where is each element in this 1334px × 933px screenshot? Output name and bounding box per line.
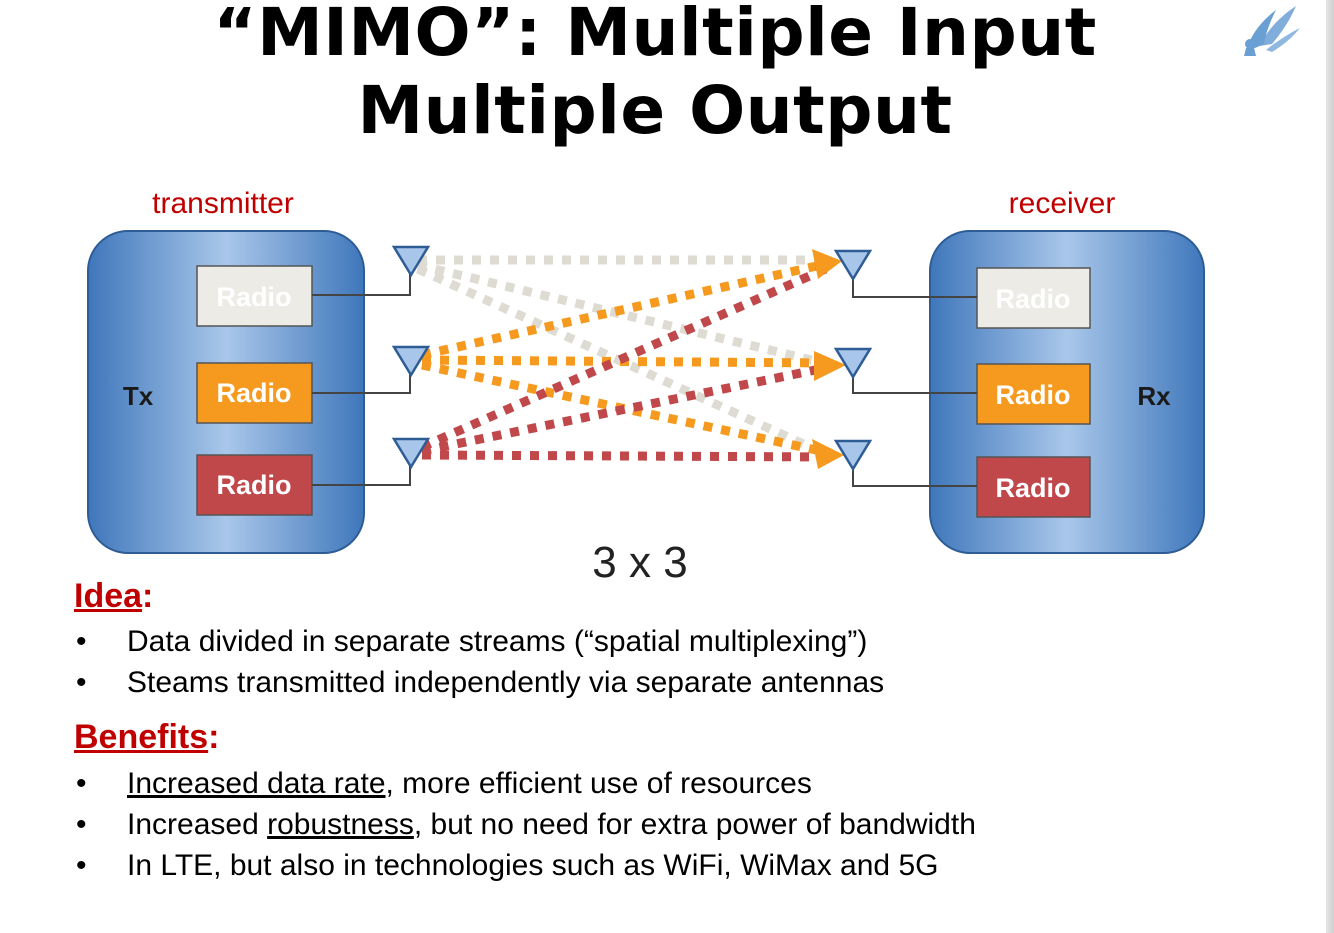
tx-antennas [391,245,431,470]
list-item: • Steams transmitted independently via se… [76,662,884,703]
bullet-icon: • [76,767,87,800]
tx-radio-3: Radio [196,454,313,516]
title-line-2: Multiple Output [357,72,953,149]
receiver-label: receiver [1009,187,1116,220]
list-item: • Increased robustness, but no need for e… [76,804,976,845]
rx-antenna-1-icon [833,249,873,282]
rx-radio-2-label: Radio [995,380,1070,410]
tx-antenna-1-icon [391,245,431,278]
rx-antenna-2-icon [833,347,873,380]
benefit-1-underlined: Increased data rate [127,767,386,800]
benefit-2-prefix: Increased [127,808,268,841]
stream-white-3 [416,264,834,462]
benefit-2-rest: , but no need for extra power of bandwid… [413,808,976,841]
rx-radio-3-label: Radio [995,473,1070,503]
rx-antennas [833,249,873,472]
rx-radio-1: Radio [976,267,1091,329]
tx-antenna-3-icon [391,437,431,470]
bullet-icon: • [76,666,87,699]
stream-orange-3 [421,360,831,458]
rx-radio-2: Radio [976,363,1091,425]
stream-red-2 [421,362,831,456]
stream-arrowheads [812,249,846,469]
size-label: 3 x 3 [592,538,687,587]
idea-heading: Idea: [74,577,153,616]
idea-list: • Data divided in separate streams (“spat… [76,621,884,703]
tx-label: Tx [123,381,154,411]
benefits-heading-word: Benefits [74,718,209,756]
slide-title: “MIMO”: Multiple Input Multiple Output [0,0,1310,150]
window-right-edge [1326,0,1334,933]
tx-radio-1: Radio [196,265,313,327]
list-item: • In LTE, but also in technologies such a… [76,845,976,886]
idea-heading-word: Idea [74,577,143,615]
idea-heading-colon: : [142,577,154,615]
tx-radio-2-label: Radio [216,378,291,408]
benefit-1-rest: , more efficient use of resources [385,767,812,800]
rx-radio-1-label: Radio [995,284,1070,314]
rx-radio-3: Radio [976,456,1091,518]
benefits-heading: Benefits: [74,718,219,757]
rx-antenna-3-icon [833,439,873,472]
transmitter-label: transmitter [152,187,294,220]
benefits-heading-colon: : [208,718,220,756]
bullet-icon: • [76,808,87,841]
bullet-icon: • [76,849,87,882]
idea-item-2: Steams transmitted independently via sep… [127,666,885,699]
tx-radio-3-label: Radio [216,470,291,500]
rx-label: Rx [1137,381,1171,411]
list-item: • Increased data rate, more efficient use… [76,763,976,804]
benefit-3: In LTE, but also in technologies such as… [127,849,939,882]
list-item: • Data divided in separate streams (“spat… [76,621,884,662]
stream-orange-1 [421,258,831,360]
stream-red-3 [421,450,831,462]
stream-red-1 [420,262,832,452]
tx-antenna-2-icon [391,345,431,378]
bullet-icon: • [76,625,87,658]
idea-item-1: Data divided in separate streams (“spati… [127,625,868,658]
title-line-1: “MIMO”: Multiple Input [213,0,1097,71]
tx-radio-1-label: Radio [216,282,291,312]
stream-white-2 [416,260,834,370]
tx-radio-2: Radio [196,362,313,424]
benefit-2-underlined: robustness [267,808,414,841]
benefits-list: • Increased data rate, more efficient use… [76,763,976,886]
university-logo-icon [1244,6,1300,56]
mimo-diagram: transmitter receiver Tx Rx Radio Radio [87,187,1205,587]
